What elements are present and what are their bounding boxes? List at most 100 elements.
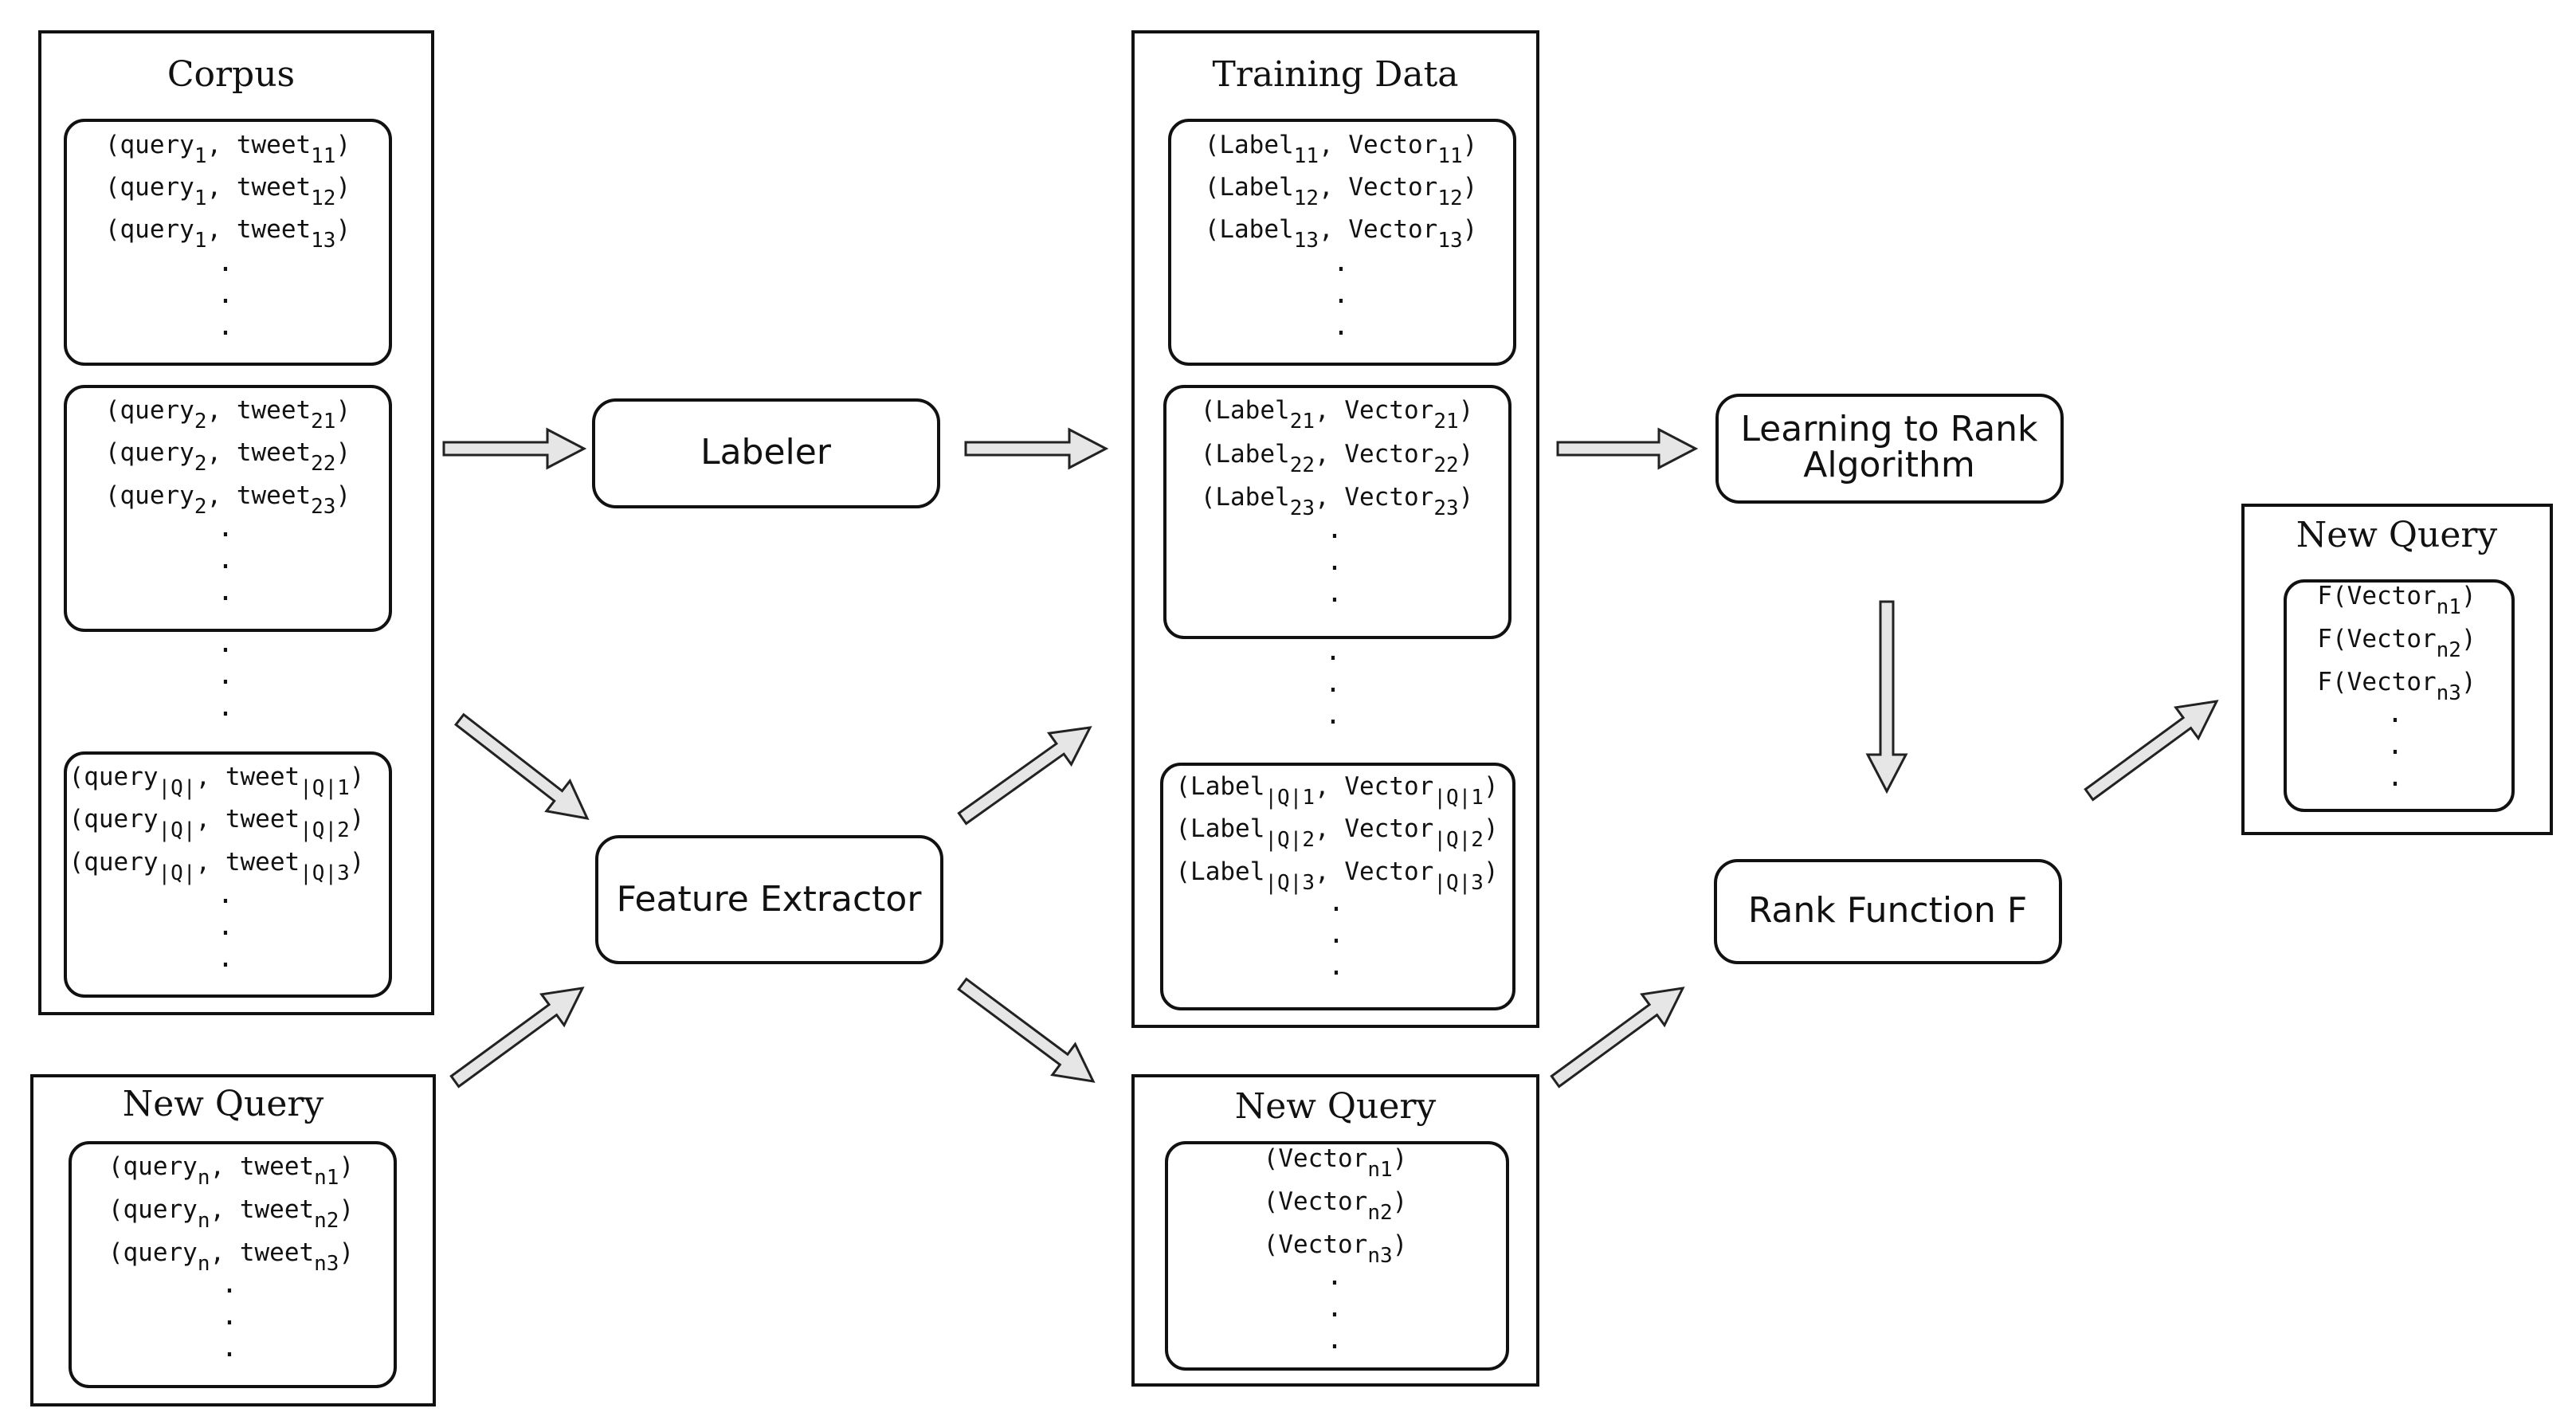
arrow-training-to-ltr bbox=[1556, 427, 1699, 470]
new-query-right-title: New Query bbox=[2296, 515, 2498, 555]
ellipsis-dot: . bbox=[222, 1268, 237, 1300]
corpus-row: (query2, tweet22) bbox=[105, 438, 351, 476]
corpus-panel: Corpus (query1, tweet11) (query1, tweet1… bbox=[38, 30, 434, 1015]
feature-extractor-label: Feature Extractor bbox=[617, 879, 923, 920]
new-query-mid-frame bbox=[1131, 1074, 1539, 1387]
new-query-mid-title: New Query bbox=[1235, 1086, 1437, 1127]
labeler-frame bbox=[592, 398, 940, 508]
training-row: (Label|Q|3, Vector|Q|3) bbox=[1175, 857, 1498, 895]
new-query-right-panel: New Query F(Vectorn1) F(Vectorn2) F(Vect… bbox=[2241, 504, 2553, 835]
corpus-row: (query2, tweet21) bbox=[105, 396, 351, 434]
ellipsis-dot: . bbox=[218, 910, 233, 942]
training-row: (Label|Q|2, Vector|Q|2) bbox=[1175, 814, 1498, 852]
ellipsis-dot: . bbox=[218, 627, 233, 659]
ellipsis-dot: . bbox=[218, 691, 233, 723]
ellipsis-dot: . bbox=[1325, 699, 1341, 731]
arrows-layer bbox=[442, 427, 2219, 1089]
ellipsis-dot: . bbox=[1328, 950, 1344, 982]
ellipsis-dot: . bbox=[218, 246, 233, 278]
learning-to-rank-frame bbox=[1715, 394, 2064, 504]
corpus-row: (query|Q|, tweet|Q|2) bbox=[69, 805, 365, 842]
new-query-right-list-frame bbox=[2284, 579, 2515, 812]
new-query-mid-row: (Vectorn1) bbox=[1264, 1144, 1408, 1182]
ellipsis-dot: . bbox=[1333, 278, 1349, 310]
new-query-right-row: F(Vectorn3) bbox=[2317, 668, 2476, 705]
feature-extractor-frame bbox=[595, 835, 943, 964]
ellipsis-dot: . bbox=[218, 278, 233, 310]
ellipsis-dot: . bbox=[218, 878, 233, 910]
corpus-frame bbox=[38, 30, 434, 1015]
ellipsis-dot: . bbox=[218, 310, 233, 342]
arrow-rank-to-newquery-right bbox=[2084, 700, 2219, 802]
ellipsis-dot: . bbox=[1327, 513, 1343, 545]
ellipsis-dot: . bbox=[222, 1332, 237, 1363]
training-row: (Label11, Vector11) bbox=[1205, 131, 1478, 168]
new-query-left-panel: New Query (queryn, tweetn1) (queryn, twe… bbox=[30, 1074, 436, 1406]
ellipsis-dot: . bbox=[1333, 310, 1349, 342]
training-row: (Label21, Vector21) bbox=[1201, 396, 1474, 434]
learning-to-rank-line1: Learning to Rank bbox=[1740, 409, 2038, 449]
corpus-row: (query|Q|, tweet|Q|1) bbox=[69, 763, 365, 800]
training-group-q-frame bbox=[1160, 763, 1515, 1010]
new-query-right-frame bbox=[2241, 504, 2553, 835]
new-query-mid-row: (Vectorn2) bbox=[1264, 1187, 1408, 1225]
training-row: (Label22, Vector22) bbox=[1201, 440, 1474, 477]
training-group-2: (Label21, Vector21) (Label22, Vector22) … bbox=[1163, 385, 1511, 639]
arrow-extractor-to-training bbox=[957, 726, 1092, 826]
ellipsis-dot: . bbox=[218, 575, 233, 607]
arrow-newquery-mid-to-rank bbox=[1550, 987, 1685, 1089]
training-group-1-frame bbox=[1168, 119, 1516, 366]
ellipsis-dot: . bbox=[2387, 761, 2403, 793]
ellipsis-dot: . bbox=[1327, 1324, 1343, 1355]
rank-function-frame bbox=[1714, 859, 2062, 964]
training-row: (Label|Q|1, Vector|Q|1) bbox=[1175, 772, 1498, 810]
new-query-right-row: F(Vectorn1) bbox=[2317, 582, 2476, 619]
ellipsis-dot: . bbox=[2387, 697, 2403, 729]
ellipsis-dot: . bbox=[1325, 667, 1341, 699]
ellipsis-dot: . bbox=[1333, 246, 1349, 278]
arrow-corpus-to-extractor bbox=[453, 712, 590, 820]
arrow-extractor-to-newquery-mid bbox=[957, 977, 1096, 1083]
learning-to-rank-node: Learning to Rank Algorithm bbox=[1715, 394, 2064, 504]
training-data-panel: Training Data (Label11, Vector11) (Label… bbox=[1131, 30, 1539, 1028]
arrow-ltr-to-rank-function bbox=[1865, 600, 1908, 794]
arrow-corpus-to-labeler bbox=[442, 427, 587, 470]
new-query-mid-panel: New Query (Vectorn1) (Vectorn2) (Vectorn… bbox=[1131, 1074, 1539, 1387]
corpus-group-1: (query1, tweet11) (query1, tweet12) (que… bbox=[64, 119, 392, 366]
corpus-group-1-frame bbox=[64, 119, 392, 366]
new-query-left-title: New Query bbox=[123, 1084, 324, 1124]
new-query-left-frame bbox=[30, 1074, 436, 1406]
new-query-left-row: (queryn, tweetn1) bbox=[108, 1152, 354, 1190]
ellipsis-dot: . bbox=[1327, 1292, 1343, 1324]
rank-function-label: Rank Function F bbox=[1748, 890, 2027, 931]
ellipsis-dot: . bbox=[1327, 577, 1343, 609]
training-row: (Label12, Vector12) bbox=[1205, 173, 1478, 210]
training-data-title: Training Data bbox=[1212, 54, 1458, 95]
arrow-labeler-to-training bbox=[964, 427, 1109, 470]
new-query-right-row: F(Vectorn2) bbox=[2317, 625, 2476, 662]
ellipsis-dot: . bbox=[1325, 635, 1341, 667]
ellipsis-dot: . bbox=[1327, 545, 1343, 577]
labeler-node: Labeler bbox=[592, 398, 940, 508]
training-group-1: (Label11, Vector11) (Label12, Vector12) … bbox=[1168, 119, 1516, 366]
ellipsis-dot: . bbox=[222, 1300, 237, 1332]
learning-to-rank-line2: Algorithm bbox=[1803, 445, 1975, 485]
labeler-label: Labeler bbox=[700, 432, 832, 473]
corpus-row: (query1, tweet11) bbox=[105, 131, 351, 168]
ellipsis-dot: . bbox=[2387, 729, 2403, 761]
corpus-title: Corpus bbox=[167, 54, 295, 95]
new-query-left-row: (queryn, tweetn2) bbox=[108, 1195, 354, 1233]
corpus-group-q: (query|Q|, tweet|Q|1) (query|Q|, tweet|Q… bbox=[64, 751, 392, 998]
ellipsis-dot: . bbox=[218, 659, 233, 691]
ellipsis-dot: . bbox=[218, 942, 233, 974]
rank-function-node: Rank Function F bbox=[1714, 859, 2062, 964]
corpus-group-2-frame bbox=[64, 385, 392, 632]
ellipsis-dot: . bbox=[1328, 886, 1344, 918]
training-group-2-frame bbox=[1163, 385, 1511, 639]
ellipsis-dot: . bbox=[218, 512, 233, 543]
new-query-left-list-frame bbox=[69, 1141, 397, 1388]
training-group-q: (Label|Q|1, Vector|Q|1) (Label|Q|2, Vect… bbox=[1160, 763, 1515, 1010]
corpus-row: (query1, tweet12) bbox=[105, 173, 351, 210]
